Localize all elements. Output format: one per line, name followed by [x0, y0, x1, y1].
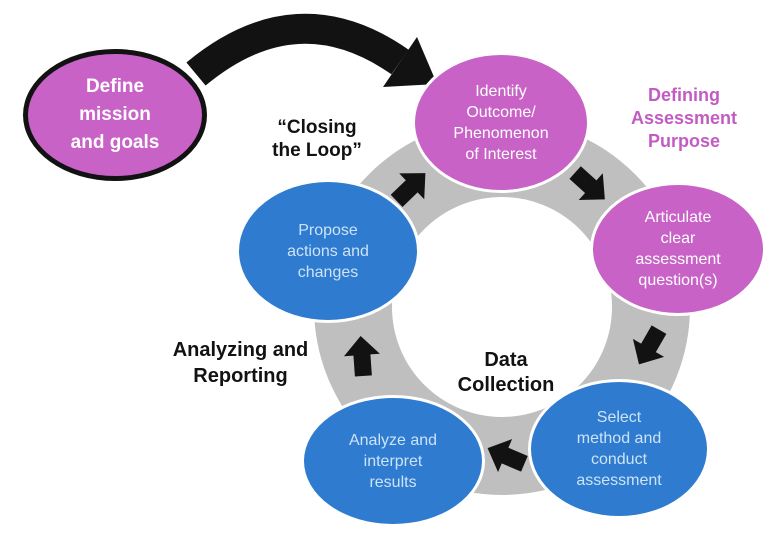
label-data-collection: Data Collection — [428, 348, 584, 398]
node-text-line: question(s) — [638, 272, 718, 289]
node-analyze-results: Analyze and interpret results — [301, 395, 485, 527]
label-line: the Loop” — [272, 140, 362, 161]
label-closing-the-loop: “Closing the Loop” — [232, 116, 402, 162]
node-define-mission: Define mission and goals — [23, 49, 207, 181]
node-text-line: Define — [85, 76, 145, 97]
node-identify-outcome: Identify Outcome/ Phenomenon of Interest — [412, 52, 590, 193]
jump-arrow-head — [383, 37, 437, 87]
node-text-line: Outcome/ — [466, 103, 536, 121]
node-text-line: mission — [79, 104, 151, 125]
label-line: Data — [484, 349, 528, 371]
node-text-line: Analyze and — [348, 431, 438, 449]
node-text-line: method and — [576, 430, 662, 447]
node-text-line: changes — [297, 263, 359, 281]
label-analyzing-and-reporting: Analyzing and Reporting — [148, 337, 333, 389]
node-text-line: assessment — [635, 251, 721, 268]
label-line: “Closing — [277, 117, 357, 138]
jump-arrow-icon — [186, 13, 437, 87]
node-select-method: Select method and conduct assessment — [528, 379, 710, 519]
node-text-line: Propose — [298, 221, 358, 239]
flow-arrow-icon — [632, 325, 667, 365]
node-text-line: of Interest — [465, 145, 537, 163]
node-text-line: Articulate — [644, 209, 712, 226]
label-line: Analyzing and — [172, 339, 309, 361]
node-text-line: actions and — [287, 242, 369, 260]
node-text-line: Phenomenon — [453, 124, 549, 142]
node-text-line: interpret — [363, 452, 423, 470]
node-text-line: Select — [596, 409, 642, 426]
node-text-line: assessment — [576, 472, 662, 489]
node-text-line: and goals — [70, 132, 160, 153]
node-text-line: clear — [660, 230, 696, 247]
label-line: Defining — [648, 85, 720, 105]
node-text-line: results — [369, 473, 417, 491]
label-line: Purpose — [647, 131, 721, 151]
node-articulate-questions: Articulate clear assessment question(s) — [590, 182, 766, 316]
node-propose-actions: Propose actions and changes — [236, 179, 420, 323]
flow-arrows — [343, 166, 667, 473]
flow-arrow-icon — [569, 166, 605, 201]
node-text-line: Identify — [475, 82, 527, 100]
label-line: Reporting — [193, 365, 288, 387]
flow-arrow-icon — [343, 336, 380, 377]
node-text-line: conduct — [590, 451, 648, 468]
flow-arrow-icon — [487, 439, 528, 473]
label-line: Collection — [457, 374, 555, 396]
jump-arrow-arc — [186, 13, 409, 86]
flow-arrow-icon — [390, 173, 426, 208]
label-line: Assessment — [630, 108, 738, 128]
label-defining-assessment-purpose: Defining Assessment Purpose — [608, 84, 760, 153]
